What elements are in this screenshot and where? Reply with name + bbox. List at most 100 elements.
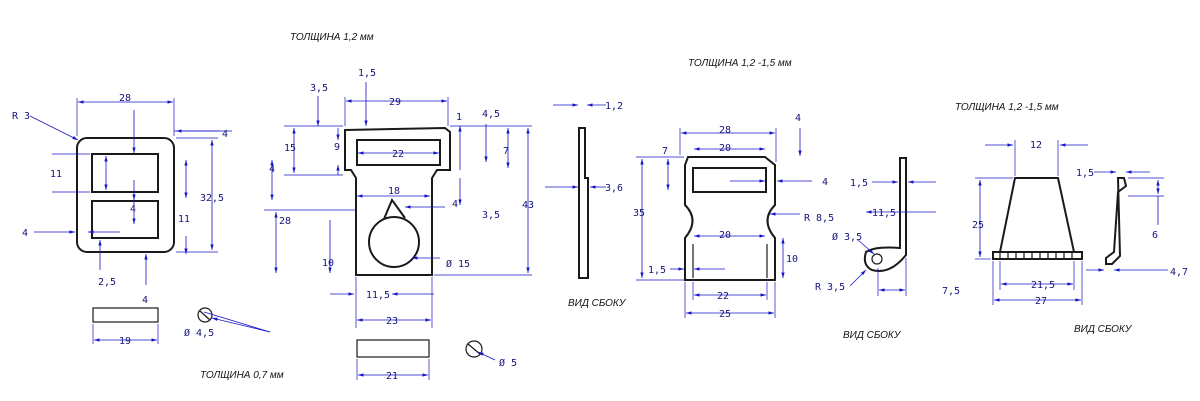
frame-pin-mark bbox=[199, 310, 211, 321]
frame-dimensions: 28 R 3 4 11 4 32,5 11 4 2,5 4 19 Ø 4,5 bbox=[12, 93, 271, 347]
buckle-dim-11-5: 11,5 bbox=[366, 290, 390, 301]
trapezoid-dim-25: 25 bbox=[972, 220, 984, 231]
buckle-outline bbox=[344, 126, 451, 276]
side-view-2-part bbox=[863, 157, 907, 272]
buckle-dim-3-5-top: 3,5 bbox=[310, 83, 328, 94]
buckle-dim-diameter-5: Ø 5 bbox=[499, 357, 517, 369]
plate-slot bbox=[692, 167, 767, 193]
side-view-2-pivot bbox=[871, 253, 883, 265]
side-view-3-dimensions: 1,5 6 4,7 bbox=[1076, 168, 1188, 278]
plate-dim-25: 25 bbox=[719, 309, 731, 320]
buckle-dim-15: 15 bbox=[284, 143, 296, 154]
side-view-3-dim-1-5: 1,5 bbox=[1076, 168, 1094, 179]
side-view-3-outline bbox=[1105, 177, 1128, 265]
side-view-1-outline bbox=[578, 127, 589, 279]
frame-bar bbox=[92, 307, 159, 323]
frame-dim-width: 28 bbox=[119, 93, 131, 104]
buckle-dim-3-5-right: 3,5 bbox=[482, 210, 500, 221]
plate-dim-22: 22 bbox=[717, 291, 729, 302]
side-view-2-dim-11-5: 11,5 bbox=[872, 208, 896, 219]
trapezoid-dim-27: 27 bbox=[1035, 296, 1047, 307]
trapezoid-part bbox=[992, 177, 1083, 260]
buckle-part bbox=[344, 126, 483, 358]
side-view-1-dimensions: 1,2 3,6 bbox=[545, 101, 623, 194]
side-view-2-dim-7-5: 7,5 bbox=[942, 286, 960, 297]
side-view-1-dim-1-2: 1,2 bbox=[605, 101, 623, 112]
plate-dim-4-side: 4 bbox=[822, 177, 828, 188]
frame-dim-radius: R 3 bbox=[12, 111, 30, 122]
frame-dim-bridge: 4 bbox=[130, 204, 136, 215]
buckle-bar bbox=[356, 339, 430, 358]
side-view-3-dim-4-7: 4,7 bbox=[1170, 267, 1188, 278]
side-view-2-dim-radius-3-5: R 3,5 bbox=[815, 282, 845, 293]
side-view-2-dim-1-5: 1,5 bbox=[850, 178, 868, 189]
buckle-dimensions: 1,5 3,5 29 1 4,5 43 7 15 9 22 4 18 4 3,5 bbox=[264, 68, 534, 382]
side-view-2-outline bbox=[863, 157, 907, 272]
buckle-dim-23: 23 bbox=[386, 316, 398, 327]
plate-dim-radius-8-5: R 8,5 bbox=[804, 213, 834, 224]
buckle-slot bbox=[356, 139, 441, 166]
buckle-dim-width-29: 29 bbox=[389, 97, 401, 108]
frame-dim-slot-height-upper: 11 bbox=[50, 169, 62, 180]
thickness-note-2: ТОЛЩИНА 1,2 -1,5 мм bbox=[688, 58, 792, 69]
frame-dim-height: 32,5 bbox=[200, 193, 224, 204]
thickness-note-4: ТОЛЩИНА 0,7 мм bbox=[200, 370, 284, 381]
thickness-note-1: ТОЛЩИНА 1,2 мм bbox=[290, 32, 374, 43]
buckle-dim-4-5: 4,5 bbox=[482, 109, 500, 120]
plate-dim-35: 35 bbox=[633, 208, 645, 219]
buckle-dim-1: 1 bbox=[456, 112, 462, 123]
side-view-3-part bbox=[1105, 177, 1128, 265]
buckle-dim-4-right: 4 bbox=[452, 199, 458, 210]
plate-dim-4-top: 4 bbox=[795, 113, 801, 124]
plate-part bbox=[684, 156, 776, 281]
frame-dim-slot-height-lower: 11 bbox=[178, 214, 190, 225]
side-view-1-dim-3-6: 3,6 bbox=[605, 183, 623, 194]
frame-dim-bar-width: 19 bbox=[119, 336, 131, 347]
plate-dim-20-top: 20 bbox=[719, 143, 731, 154]
trapezoid-base bbox=[992, 251, 1083, 260]
buckle-dim-diameter-15: Ø 15 bbox=[446, 258, 470, 270]
thickness-note-3: ТОЛЩИНА 1,2 -1,5 мм bbox=[955, 102, 1059, 113]
buckle-hole bbox=[368, 216, 420, 268]
plate-dim-28: 28 bbox=[719, 125, 731, 136]
frame-dim-wall-left: 4 bbox=[22, 228, 28, 239]
frame-dim-wall-top: 4 bbox=[222, 129, 228, 140]
frame-lower-slot bbox=[91, 200, 159, 239]
trapezoid-dim-12: 12 bbox=[1030, 140, 1042, 151]
side-view-label-3: ВИД СБОКУ bbox=[1074, 324, 1133, 335]
buckle-dim-21: 21 bbox=[386, 371, 398, 382]
frame-dim-corner: 2,5 bbox=[98, 277, 116, 288]
trapezoid-dimensions: 12 25 21,5 27 bbox=[972, 140, 1088, 307]
buckle-dim-1-5: 1,5 bbox=[358, 68, 376, 79]
buckle-dim-28: 28 bbox=[279, 216, 291, 227]
buckle-dim-18: 18 bbox=[388, 186, 400, 197]
side-view-label-2: ВИД СБОКУ bbox=[843, 330, 902, 341]
frame-dim-pin-diameter: Ø 4,5 bbox=[184, 327, 214, 339]
trapezoid-dim-21-5: 21,5 bbox=[1031, 280, 1055, 291]
plate-dim-10: 10 bbox=[786, 254, 798, 265]
side-view-1-part bbox=[578, 127, 589, 279]
buckle-tab bbox=[383, 197, 406, 220]
buckle-dim-10: 10 bbox=[322, 258, 334, 269]
plate-dim-20-mid: 20 bbox=[719, 230, 731, 241]
plate-dimensions: 28 20 4 7 4 35 R 8,5 20 10 1,5 22 25 bbox=[633, 113, 834, 320]
buckle-dim-slot-22: 22 bbox=[392, 149, 404, 160]
buckle-pin bbox=[465, 340, 483, 358]
side-view-3-dim-6: 6 bbox=[1152, 230, 1158, 241]
frame-outline bbox=[76, 137, 175, 253]
trapezoid-base-hatching bbox=[999, 252, 1073, 259]
buckle-dim-height-43: 43 bbox=[522, 200, 534, 211]
frame-upper-slot bbox=[91, 153, 159, 193]
frame-part bbox=[76, 137, 213, 323]
side-view-2-dim-diameter-3-5: Ø 3,5 bbox=[832, 231, 862, 243]
side-view-label-1: ВИД СБОКУ bbox=[568, 298, 627, 309]
frame-pin bbox=[197, 307, 213, 323]
buckle-dim-7: 7 bbox=[503, 146, 509, 157]
frame-dim-wall-bottom: 4 bbox=[142, 295, 148, 306]
trapezoid-outline bbox=[998, 177, 1076, 253]
plate-outline bbox=[684, 156, 776, 281]
buckle-dim-9: 9 bbox=[334, 142, 340, 153]
plate-dim-7: 7 bbox=[662, 146, 668, 157]
side-view-2-dimensions: 1,5 11,5 Ø 3,5 R 3,5 7,5 bbox=[815, 178, 960, 297]
